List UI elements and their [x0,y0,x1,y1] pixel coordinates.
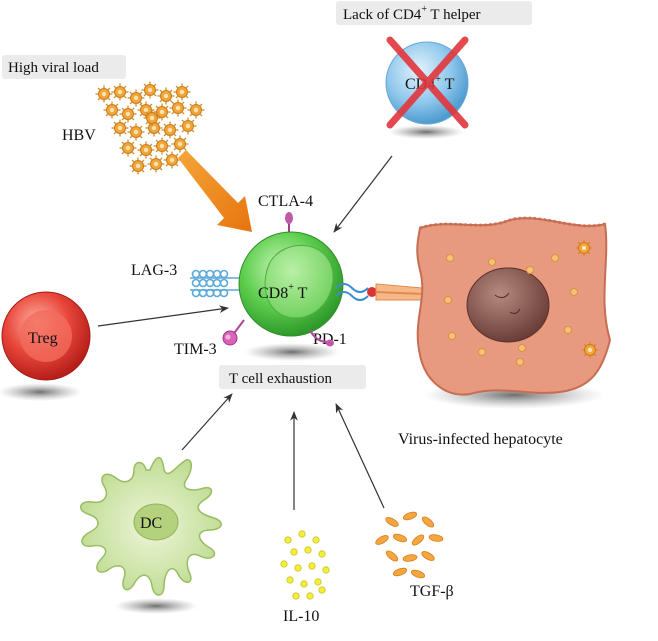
treg-cell: Treg [0,291,91,401]
svg-text:Treg: Treg [28,330,58,347]
il10-molecule [290,548,298,556]
il10-molecule [306,592,314,600]
il10-cytokine-cluster [280,530,330,600]
hbv-virus-icon [94,84,114,104]
tgf-beta-molecule [402,511,418,521]
hepatocyte-label: Virus-infected hepatocyte [398,431,563,448]
il10-molecule [286,576,294,584]
hbv-virus-icon [156,86,176,106]
tgf-beta-molecule [411,534,425,546]
il10-molecule [300,580,308,588]
hbv-virus-icon [170,134,190,154]
treg-to-cd8-arrow [97,305,229,327]
cd4-to-cd8-arrow [333,155,393,233]
hbv-virus-icon [128,156,148,176]
ctla4-label: CTLA-4 [258,193,313,210]
tgf-beta-molecule [375,535,389,545]
hbv-virus-icon [178,116,198,136]
tgf-beta-molecule [392,533,408,543]
hbv-virus-icon [102,100,122,120]
tgf-beta-molecule [421,516,435,528]
tim3-receptor-icon [222,319,245,346]
il10-molecule [308,562,316,570]
hbv-virus-icon [160,120,180,140]
hbv-label: HBV [62,127,96,144]
hbv-virus-icon [142,108,162,128]
lag3-label: LAG-3 [131,262,177,279]
il10-molecule [318,550,326,558]
tgf-beta-molecule [392,567,408,577]
il10-molecule [304,546,312,554]
tgf-beta-molecule [385,550,399,562]
external-virus-icon-2 [580,340,600,360]
il10-molecule [294,564,302,572]
dc-to-cd8-arrow [181,393,233,451]
il10-molecule [280,560,288,568]
hbv-virus-icon [118,138,138,158]
hbv-virus-icon [152,136,172,156]
pd1-label: PD-1 [313,331,347,348]
viral-load-arrow [178,150,252,232]
tim3-label: TIM-3 [174,341,217,358]
hbv-virus-icon [118,104,138,124]
tgf-beta-molecule [410,569,426,579]
pd1-receptor-icon [309,329,334,347]
hbv-virus-icon [126,122,146,142]
il10-molecule [298,530,306,538]
tgf-beta-cytokine-cluster [375,511,444,579]
cross-icon [386,36,469,129]
tgf-beta-label: TGF-β [410,583,454,600]
tgf-beta-molecule [421,551,435,561]
external-virus-icon [574,238,594,258]
cd8-t-cell: CD8+ T [238,231,344,361]
svg-text:CD8+ T: CD8+ T [258,282,308,302]
hbv-virus-icon [162,150,182,170]
hbv-virus-icon [136,140,156,160]
tcr-receptor-icon [335,283,425,301]
hbv-virus-icon [126,88,146,108]
lack-cd4-helper-label: Lack of CD4+ T helper [336,1,532,25]
cd4-t-cell: CD4+ T [385,36,469,139]
virus-infected-hepatocyte [416,216,612,409]
lag3-receptor-icon [190,269,240,298]
svg-text:Lack of CD4+ T helper: Lack of CD4+ T helper [343,4,481,23]
hbv-virus-icon [110,118,130,138]
tgf-beta-molecule [428,534,444,542]
svg-text:High viral load: High viral load [8,60,99,76]
hbv-virus-icon [140,80,160,100]
svg-text:DC: DC [140,515,162,532]
il10-label: IL-10 [283,608,319,625]
tgf-beta-molecule [402,554,418,562]
hbv-virus-icon [110,82,130,102]
hbv-virus-icon [168,98,188,118]
dendritic-cell: DC [80,456,222,614]
t-cell-exhaustion-label: T cell exhaustion [219,365,366,389]
hbv-virus-icon [172,82,192,102]
tgf-beta-molecule [385,517,399,527]
il10-molecule [322,566,330,574]
tgf-to-cd8-arrow [335,403,385,509]
il10-molecule [312,536,320,544]
high-viral-load-label: High viral load [2,55,126,79]
il10-molecule [292,592,300,600]
ctla4-receptor-icon [285,212,293,232]
hbv-virus-icon [186,100,206,120]
il10-molecule [284,536,292,544]
svg-text:T cell exhaustion: T cell exhaustion [229,371,333,387]
hbv-virus-icon [146,154,166,174]
il10-molecule [318,586,326,594]
il10-molecule [314,578,322,586]
